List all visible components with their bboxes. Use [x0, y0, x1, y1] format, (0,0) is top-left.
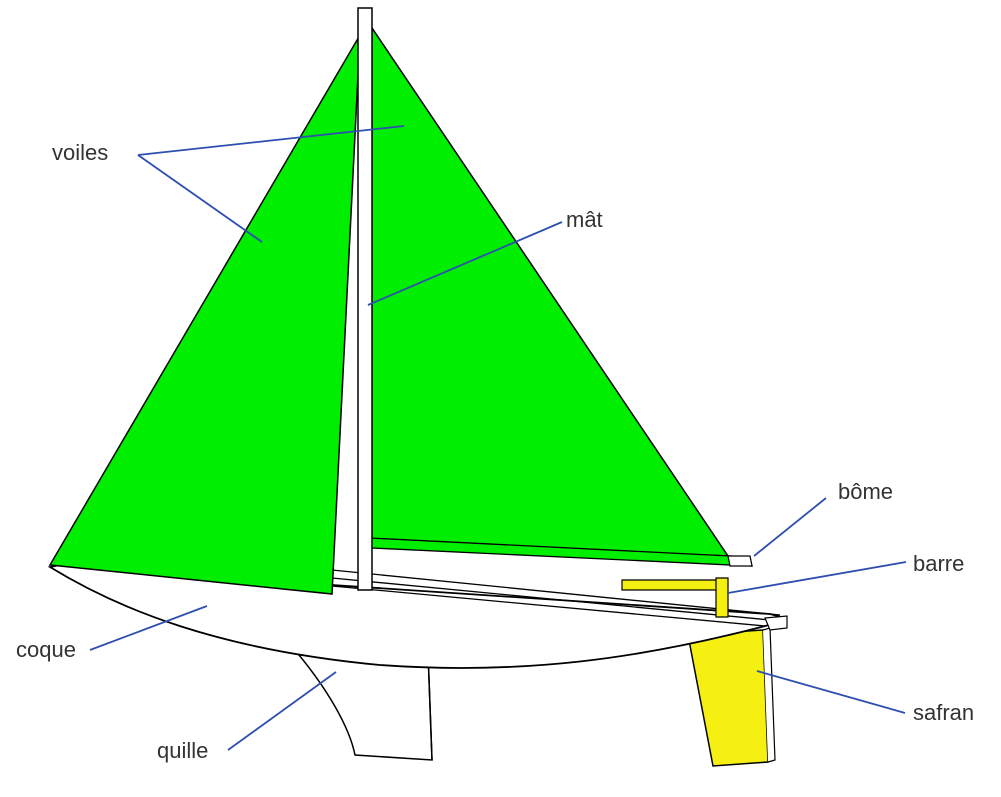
leader-safran	[756, 670, 906, 714]
label-quille: quille	[157, 738, 209, 763]
deck-line-1	[331, 569, 781, 616]
label-voiles: voiles	[52, 140, 109, 165]
rudder-edge	[762, 627, 776, 763]
leader-lines	[89, 125, 907, 751]
mainsail-shape	[371, 25, 730, 557]
leader-barre	[727, 561, 907, 594]
leader-voiles-1	[137, 154, 263, 243]
leader-coque	[89, 605, 208, 651]
keel-edge	[427, 651, 433, 761]
boom-end	[727, 555, 753, 567]
hull-shape	[47, 564, 787, 669]
label-coque: coque	[16, 637, 76, 662]
rudder-shape	[687, 629, 769, 767]
label-barre: barre	[913, 551, 965, 576]
deck-line-3	[331, 585, 766, 627]
transom	[764, 615, 788, 631]
foresail-shape	[48, 34, 361, 595]
tiller-shape	[621, 579, 721, 591]
deck-line-2	[331, 577, 771, 621]
leader-bome	[753, 497, 827, 557]
label-mat: mât	[566, 207, 603, 232]
tiller-post	[715, 577, 729, 618]
mast-shape	[357, 7, 373, 591]
leader-quille	[227, 671, 337, 751]
label-bome: bôme	[838, 479, 894, 504]
label-safran: safran	[913, 700, 975, 725]
keel-shape	[286, 641, 433, 761]
leader-mat	[367, 221, 563, 306]
leader-voiles-2	[137, 125, 405, 156]
